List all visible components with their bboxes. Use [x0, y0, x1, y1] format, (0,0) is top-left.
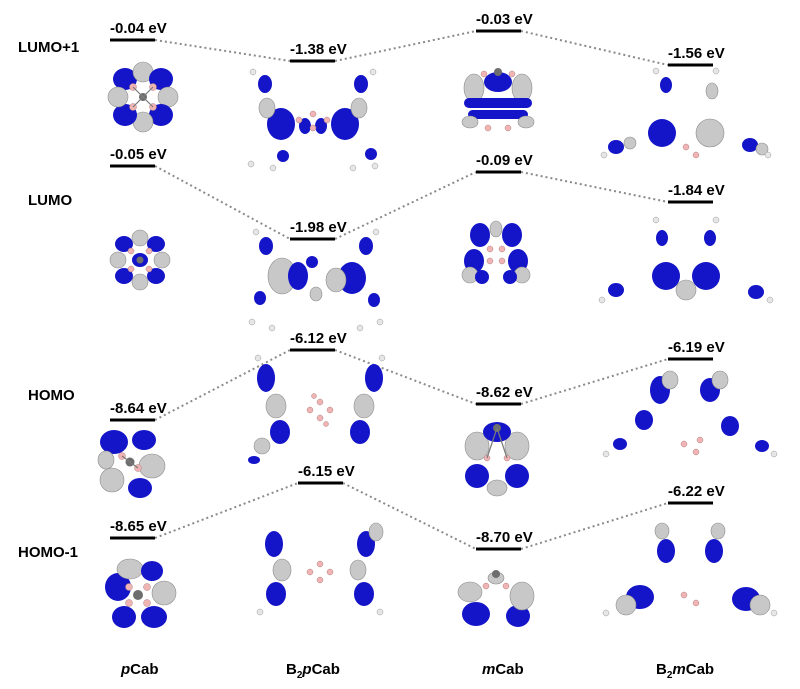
column-label-b2pcab: B2pCab [286, 661, 340, 681]
column-label-b2mcab: B2mCab [656, 661, 714, 681]
energy-levels [110, 29, 713, 551]
link-homo1-mcab-b2mcab [520, 502, 669, 550]
energy-label-b2mcab-homo: -6.19 eV [668, 339, 725, 356]
energy-label-b2pcab-homo: -6.12 eV [290, 330, 347, 347]
orbital-b2mcab-homo [602, 370, 778, 458]
link-homo-b2pcab-mcab [334, 349, 477, 405]
energy-label-pcab-lumo: -0.05 eV [110, 146, 167, 163]
energy-label-b2mcab-lumo: -1.84 eV [668, 182, 725, 199]
link-homo-pcab-b2pcab [154, 349, 291, 421]
orbital-b2pcab-lumo1 [247, 68, 379, 172]
orbital-b2mcab-lumo1 [600, 67, 772, 159]
column-label-pcab: pCab [120, 661, 159, 678]
orbital-mcab-lumo1 [461, 68, 535, 132]
orbital-b2pcab-lumo [248, 228, 384, 332]
row-label-lumo: LUMO [28, 192, 72, 209]
orbital-pcab-lumo1 [107, 61, 179, 133]
link-lumo-mcab-b2mcab [520, 171, 669, 203]
energy-label-b2mcab-lumo1: -1.56 eV [668, 45, 725, 62]
orbital-b2pcab-homo1 [256, 522, 384, 616]
orbital-pcab-lumo [109, 229, 171, 291]
link-lumo1-mcab-b2mcab [520, 30, 669, 66]
orbital-b2mcab-homo1 [602, 522, 778, 617]
energy-label-b2pcab-lumo: -1.98 eV [290, 219, 347, 236]
energy-label-mcab-homo1: -8.70 eV [476, 529, 533, 546]
energy-label-mcab-homo: -8.62 eV [476, 384, 533, 401]
orbital-b2pcab-homo [248, 354, 386, 464]
link-homo-mcab-b2mcab [520, 358, 669, 405]
orbital-mcab-lumo [461, 220, 531, 284]
link-lumo1-pcab-b2pcab [154, 39, 291, 62]
connector-lines [154, 30, 669, 550]
energy-labels: -0.04 eV -0.05 eV -8.64 eV -8.65 eV -1.3… [110, 11, 725, 546]
energy-label-mcab-lumo: -0.09 eV [476, 152, 533, 169]
energy-label-b2pcab-homo1: -6.15 eV [298, 463, 355, 480]
energy-label-b2mcab-homo1: -6.22 eV [668, 483, 725, 500]
row-label-lumo-plus-1: LUMO+1 [18, 39, 79, 56]
orbital-mcab-homo1 [457, 570, 535, 627]
energy-label-mcab-lumo1: -0.03 eV [476, 11, 533, 28]
orbital-b2mcab-lumo [598, 216, 774, 304]
orbital-pcab-homo1 [105, 558, 177, 628]
energy-label-pcab-lumo1: -0.04 eV [110, 20, 167, 37]
energy-label-pcab-homo: -8.64 eV [110, 400, 167, 417]
orbital-mcab-homo [464, 422, 530, 497]
link-lumo1-b2pcab-mcab [334, 30, 477, 62]
link-lumo-pcab-b2pcab [154, 165, 291, 240]
energy-label-b2pcab-lumo1: -1.38 eV [290, 41, 347, 58]
orbital-pcab-homo [97, 430, 166, 498]
link-homo1-pcab-b2pcab [154, 482, 299, 539]
energy-label-pcab-homo1: -8.65 eV [110, 518, 167, 535]
column-label-mcab: mCab [482, 661, 524, 678]
row-label-homo: HOMO [28, 387, 75, 404]
row-label-homo-minus-1: HOMO-1 [18, 544, 78, 561]
link-lumo-b2pcab-mcab [334, 171, 477, 240]
